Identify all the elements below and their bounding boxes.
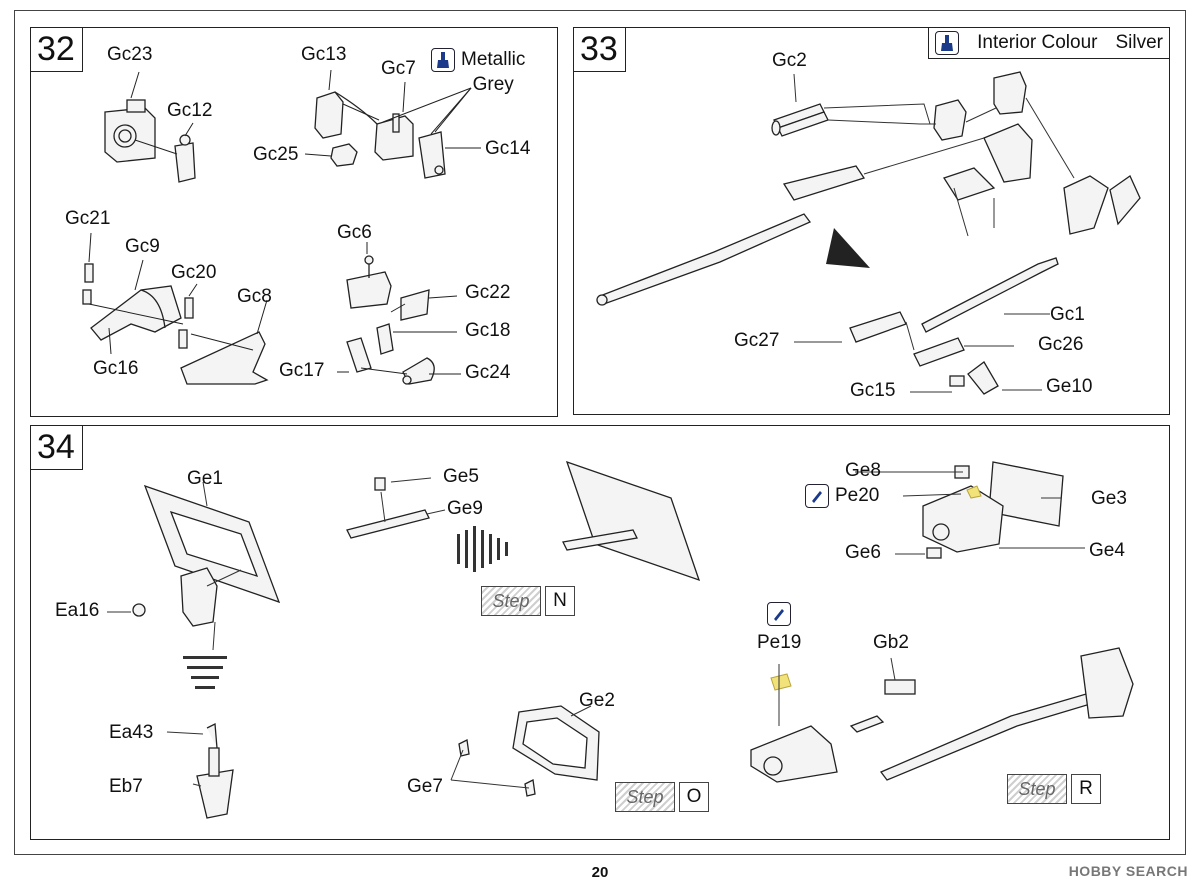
- paint-label: Interior Colour: [977, 32, 1098, 53]
- step-tag: Step: [1007, 774, 1067, 804]
- step-ref-r: Step R: [1007, 774, 1101, 804]
- step-32-parts-art: [82, 69, 481, 385]
- part-label-ge2: Ge2: [579, 690, 615, 711]
- step-33-parts-art: [596, 71, 1141, 395]
- part-label-gc8: Gc8: [237, 286, 272, 307]
- part-label-gc15: Gc15: [850, 380, 896, 401]
- step-ref-n: Step N: [481, 586, 575, 616]
- part-label-gc6: Gc6: [337, 222, 372, 243]
- step-number: 33: [574, 28, 626, 72]
- step-letter: O: [679, 782, 709, 812]
- paint-callout-interior-colour: Interior Colour Silver: [928, 27, 1170, 59]
- watermark: HOBBY SEARCH: [1068, 863, 1188, 879]
- part-label-gc13: Gc13: [301, 44, 347, 65]
- part-label-gc27: Gc27: [734, 330, 780, 351]
- part-label-gc26: Gc26: [1038, 334, 1084, 355]
- part-label-gc24: Gc24: [465, 362, 511, 383]
- part-label-ge9: Ge9: [447, 498, 483, 519]
- step-tag: Step: [481, 586, 541, 616]
- part-label-ge4: Ge4: [1089, 540, 1125, 561]
- step-33-panel: 33 Interior Colour Silver: [573, 27, 1170, 415]
- part-label-gc22: Gc22: [465, 282, 511, 303]
- part-label-gc9: Gc9: [125, 236, 160, 257]
- paint-name-line1: Metallic: [461, 49, 526, 70]
- paintbrush-icon: [431, 48, 455, 72]
- part-label-ea16: Ea16: [55, 600, 100, 621]
- part-label-ea43: Ea43: [109, 722, 154, 743]
- step-letter: N: [545, 586, 575, 616]
- part-label-gc18: Gc18: [465, 320, 511, 341]
- part-label-gb2: Gb2: [873, 632, 909, 653]
- decal-label-pe19: Pe19: [757, 632, 802, 653]
- part-label-gc16: Gc16: [93, 358, 139, 379]
- step-number: 34: [31, 426, 83, 470]
- part-label-ge10: Ge10: [1046, 376, 1093, 397]
- step-32-panel: 32: [30, 27, 558, 417]
- part-label-ge6: Ge6: [845, 542, 881, 563]
- step-34-parts-art: [107, 460, 1134, 819]
- paint-value: Silver: [1115, 32, 1163, 53]
- step-ref-o: Step O: [615, 782, 709, 812]
- part-label-ge7: Ge7: [407, 776, 443, 797]
- step-34-panel: 34: [30, 425, 1170, 840]
- part-label-ge8: Ge8: [845, 460, 881, 481]
- decal-label-pe20: Pe20: [835, 485, 880, 506]
- part-label-gc23: Gc23: [107, 44, 153, 65]
- step-letter: R: [1071, 774, 1101, 804]
- page-number: 20: [591, 864, 609, 881]
- decal-pen-icon: [767, 602, 792, 626]
- part-label-gc12: Gc12: [167, 100, 213, 121]
- part-label-eb7: Eb7: [109, 776, 143, 797]
- part-label-gc25: Gc25: [253, 144, 299, 165]
- part-label-gc7: Gc7: [381, 58, 416, 79]
- paintbrush-icon: [935, 31, 960, 55]
- part-label-gc1: Gc1: [1050, 304, 1085, 325]
- page-frame: [14, 10, 1186, 855]
- part-label-ge1: Ge1: [187, 468, 223, 489]
- step-tag: Step: [615, 782, 675, 812]
- paint-name-line2: Grey: [472, 73, 514, 95]
- step-number: 32: [31, 28, 83, 72]
- part-label-gc20: Gc20: [171, 262, 217, 283]
- part-label-ge3: Ge3: [1091, 488, 1127, 509]
- paint-callout-metallic-grey: Metallic Grey: [431, 48, 525, 97]
- part-label-gc17: Gc17: [279, 360, 325, 381]
- part-label-gc14: Gc14: [485, 138, 531, 159]
- decal-callout-pe19: Pe19: [757, 602, 801, 654]
- decal-pen-icon: [805, 484, 829, 508]
- decal-callout-pe20: Pe20: [805, 484, 879, 508]
- part-label-ge5: Ge5: [443, 466, 479, 487]
- part-label-gc2: Gc2: [772, 50, 807, 71]
- part-label-gc21: Gc21: [65, 208, 111, 229]
